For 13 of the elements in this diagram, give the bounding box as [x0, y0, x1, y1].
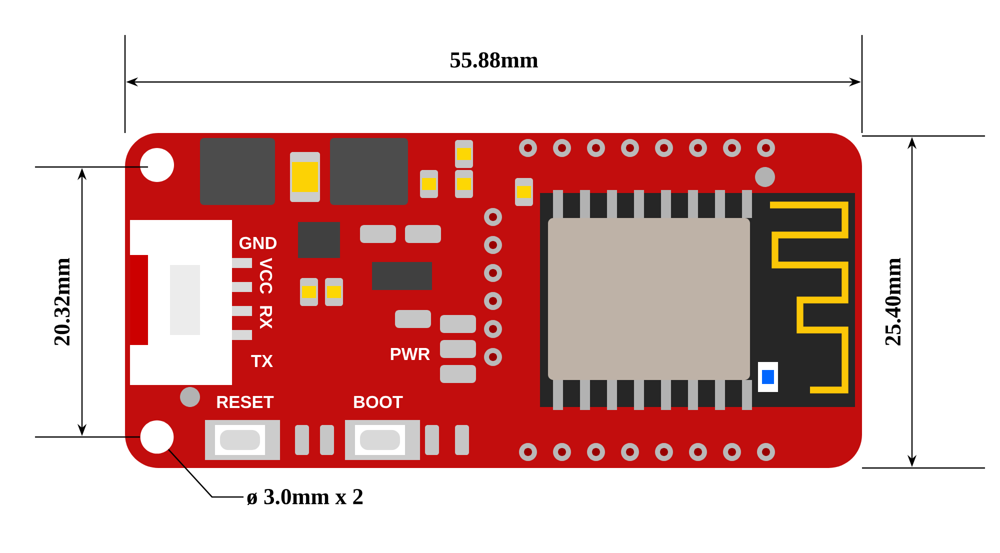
mounting-hole: [140, 420, 174, 454]
dimension-label: 55.88mm: [450, 52, 538, 68]
dimension-label: 25.40mm: [885, 258, 901, 346]
silkscreen-label: PWR: [390, 348, 430, 360]
dimension-label: 20.32mm: [54, 258, 70, 346]
silkscreen-label: BOOT: [354, 396, 403, 408]
silkscreen-label: GND: [239, 236, 277, 250]
dimension-label: ø 3.0mm x 2: [247, 489, 363, 505]
leader-line: [168, 449, 244, 498]
silkscreen-label: VCC: [260, 258, 272, 294]
silkscreen-label: RX: [260, 306, 272, 329]
silkscreen-label: RESET: [217, 396, 274, 408]
silkscreen-label: TX: [251, 355, 273, 367]
